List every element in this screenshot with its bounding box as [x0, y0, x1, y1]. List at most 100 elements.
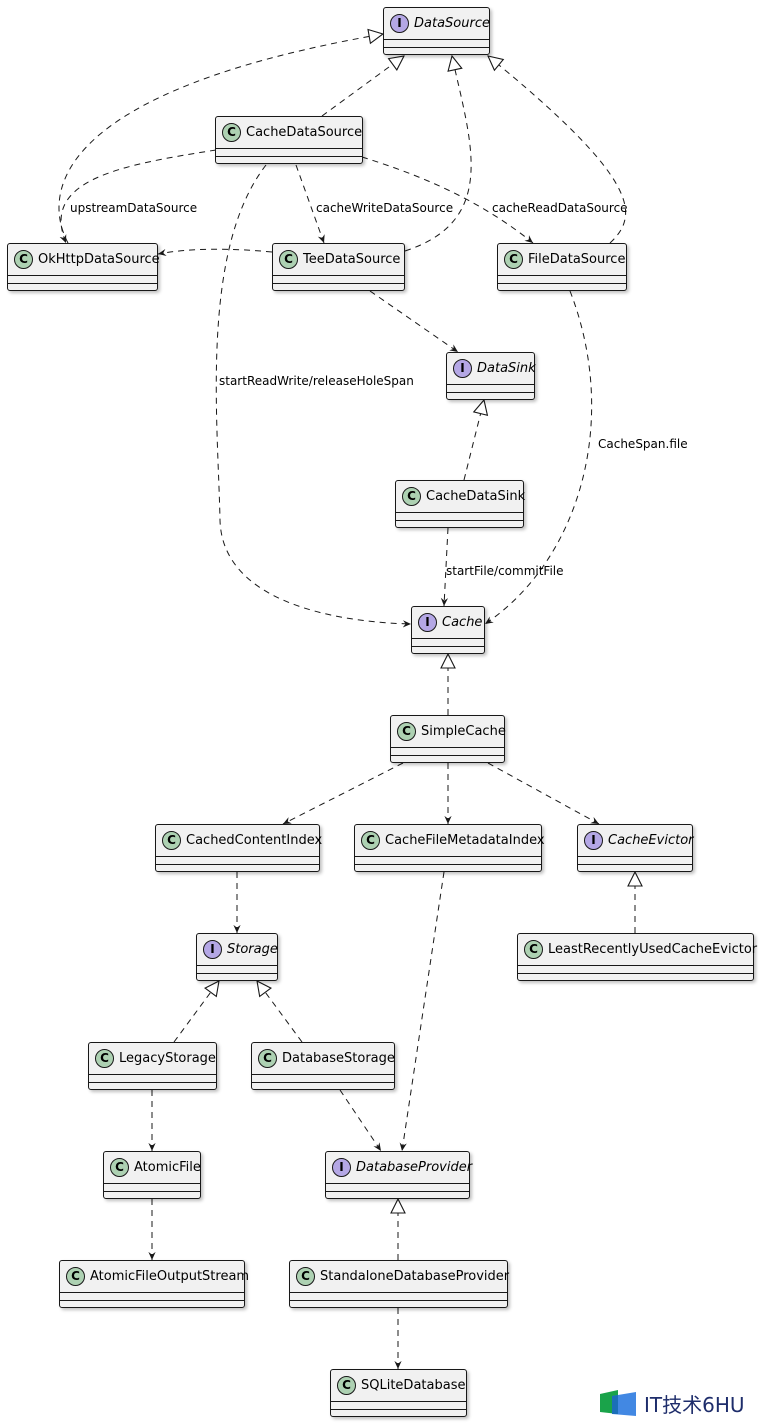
node-name: SimpleCache [421, 723, 506, 739]
fields-divider [273, 275, 404, 276]
fields-divider [447, 384, 534, 385]
methods-divider [60, 1300, 244, 1301]
node-name: CacheDataSource [246, 124, 363, 140]
class-node-simple-cache: C SimpleCache [390, 715, 506, 763]
node-name: CacheDataSink [426, 488, 526, 504]
class-badge-icon: C [279, 249, 298, 269]
class-badge-icon: C [95, 1048, 114, 1068]
realization-edge-database-storage-to-storage [257, 981, 303, 1043]
node-header: I DataSource [384, 8, 490, 38]
node-name: Cache [442, 614, 483, 630]
node-name: SQLiteDatabase [361, 1377, 466, 1393]
dependency-edge-cache-file-metadata-index-to-database-provider [399, 871, 445, 1152]
realization-edge-tee-data-source-to-data-source [404, 56, 472, 252]
interface-badge-icon: I [390, 13, 409, 33]
fields-divider [104, 1183, 200, 1184]
fields-divider [60, 1292, 244, 1293]
fields-divider [252, 1074, 394, 1075]
node-name: TeeDataSource [303, 251, 401, 267]
methods-divider [355, 864, 541, 865]
realization-edge-ok-http-data-source-to-data-source [58, 34, 383, 244]
dependency-edge-tee-data-source-to-data-sink [369, 290, 459, 353]
interface-node-cache-evictor: I CacheEvictor [577, 824, 694, 872]
class-badge-icon: C [524, 939, 543, 959]
fields-divider [396, 512, 523, 513]
interface-badge-icon: I [332, 1157, 351, 1177]
node-header: I DatabaseProvider [326, 1152, 473, 1182]
realization-edge-file-data-source-to-data-source [488, 56, 627, 244]
class-badge-icon: C [504, 249, 523, 269]
methods-divider [396, 520, 523, 521]
fields-divider [518, 965, 753, 966]
edge-label: cacheReadDataSource [492, 201, 628, 215]
fields-divider [384, 39, 489, 40]
methods-divider [290, 1300, 507, 1301]
node-header: C LegacyStorage [89, 1043, 216, 1073]
node-name: OkHttpDataSource [38, 251, 160, 267]
class-badge-icon: C [296, 1266, 315, 1286]
class-node-cache-file-metadata-index: C CacheFileMetadataIndex [354, 824, 545, 872]
methods-divider [384, 47, 489, 48]
methods-divider [197, 973, 277, 974]
class-badge-icon: C [258, 1048, 277, 1068]
methods-divider [518, 973, 753, 974]
methods-divider [326, 1191, 469, 1192]
node-header: C StandaloneDatabaseProvider [290, 1261, 510, 1291]
fields-divider [216, 148, 362, 149]
node-name: StandaloneDatabaseProvider [320, 1268, 510, 1284]
interface-node-data-sink: I DataSink [446, 352, 536, 400]
node-name: DatabaseProvider [356, 1159, 473, 1175]
node-name: CacheFileMetadataIndex [385, 832, 545, 848]
watermark-text: IT技术6HU [644, 1392, 745, 1417]
dependency-edge-tee-data-source-to-ok-http-data-source [157, 248, 273, 257]
node-name: DataSource [414, 15, 490, 31]
methods-divider [89, 1082, 216, 1083]
edge-label: cacheWriteDataSource [316, 201, 454, 215]
fields-divider [391, 747, 504, 748]
fields-divider [355, 856, 541, 857]
methods-divider [252, 1082, 394, 1083]
interface-badge-icon: I [584, 830, 603, 850]
methods-divider [331, 1409, 466, 1410]
methods-divider [391, 755, 504, 756]
class-badge-icon: C [361, 830, 380, 850]
dependency-edge-simple-cache-to-cached-content-index [282, 762, 404, 825]
node-name: LegacyStorage [119, 1050, 216, 1066]
class-badge-icon: C [397, 721, 416, 741]
node-header: C CacheFileMetadataIndex [355, 825, 545, 855]
interface-node-database-provider: I DatabaseProvider [325, 1151, 473, 1199]
methods-divider [8, 283, 157, 284]
node-name: Storage [227, 941, 278, 957]
interface-badge-icon: I [453, 358, 472, 378]
node-name: CacheEvictor [608, 832, 694, 848]
node-name: DataSink [477, 360, 536, 376]
dependency-edge-cache-data-source-to-file-data-source [361, 156, 534, 244]
fields-divider [290, 1292, 507, 1293]
methods-divider [412, 646, 484, 647]
methods-divider [498, 283, 626, 284]
class-badge-icon: C [66, 1266, 85, 1286]
fields-divider [331, 1401, 466, 1402]
edge-label: startFile/commitFile [446, 564, 564, 578]
